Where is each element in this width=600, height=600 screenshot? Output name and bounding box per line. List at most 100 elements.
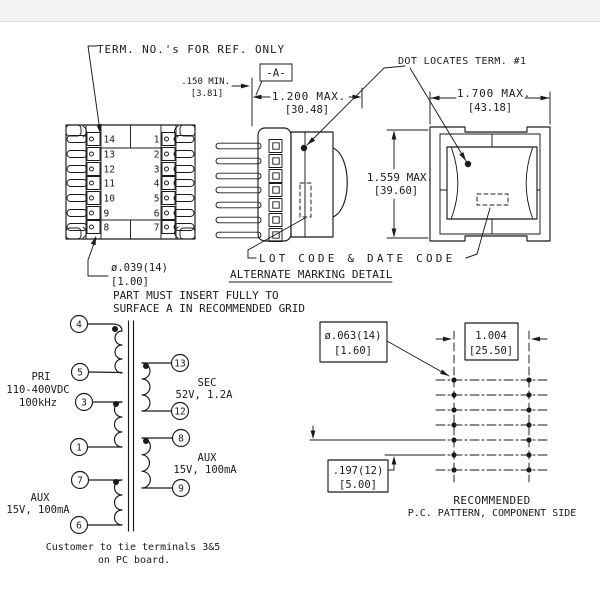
corner-clip-arc: [174, 226, 179, 239]
terminal-number: 6: [154, 208, 160, 219]
winding-lead: [86, 323, 123, 332]
terminal-number: 14: [104, 134, 116, 145]
dot-leader-side: [306, 65, 406, 146]
top-band: [0, 0, 600, 21]
pin-dia-mm-text: [1.00]: [111, 276, 149, 288]
alternate-marking-title: ALTERNATE MARKING DETAIL: [230, 268, 393, 281]
sec-rating-label: 52V, 1.2A: [176, 389, 234, 401]
terminal-number: 8: [178, 433, 184, 444]
terminal-number: 5: [77, 367, 83, 378]
lot-code-leader-left: [247, 217, 306, 259]
aux-left-rating-label: 15V, 100mA: [6, 504, 70, 516]
callout-leader-line: [87, 45, 101, 132]
winding-coil: [114, 330, 123, 374]
dim-arrowhead: [391, 228, 397, 238]
terminal-number: 1: [76, 442, 82, 453]
pri-label: PRI: [32, 371, 51, 383]
terminal-number: 13: [174, 358, 185, 369]
terminal-number: 12: [104, 164, 115, 175]
leader-arrowhead: [459, 152, 466, 161]
terminal-number: 4: [154, 178, 160, 189]
lot-code-area: [299, 182, 312, 218]
depth-dim-text: 1.200 MAX.: [272, 90, 346, 103]
width-dim-mm-text: [43.18]: [468, 102, 512, 114]
terminal-number: 6: [76, 520, 82, 531]
corner-clip-arc: [82, 226, 87, 239]
dim-arrowhead: [540, 95, 550, 101]
hole-dots: [451, 377, 532, 473]
dim-arrowhead: [241, 83, 250, 89]
terminal-number: 7: [77, 475, 83, 486]
winding-coil: [141, 362, 151, 412]
terminal-number: 9: [178, 483, 184, 494]
leader-arrowhead: [307, 137, 316, 145]
terminal-number: 1: [154, 134, 160, 145]
dim-arrowhead: [352, 94, 362, 100]
side-view: -A- .150 MIN. [3.81] 1.200 MAX. [30.48] …: [181, 63, 491, 283]
winding-coil: [114, 479, 123, 526]
depth-dim-mm-text: [30.48]: [285, 104, 329, 116]
hole-dim-mm-text: [1.60]: [334, 345, 372, 357]
lot-code-leader-right: [465, 207, 491, 259]
tie-note-line1: Customer to tie terminals 3&5: [46, 542, 221, 553]
coil-bulge: [332, 147, 348, 218]
aux-left-label: AUX: [31, 492, 51, 504]
leader-arrowhead: [96, 123, 102, 133]
pattern-caption-line2: P.C. PATTERN, COMPONENT SIDE: [408, 508, 577, 519]
standoff-dim-text: .150 MIN.: [181, 77, 230, 87]
left-pins: [66, 132, 101, 234]
pitch-dim-box: [327, 459, 389, 493]
corner-clip-arc: [82, 125, 87, 138]
hole-dim-leader: [386, 340, 450, 377]
hole-dim-text: ø.063(14): [325, 330, 382, 342]
dim-arrowhead: [391, 130, 397, 140]
standoff-dim-mm-text: [3.81]: [191, 89, 224, 99]
corner-tab: [179, 227, 196, 240]
pattern-caption-line1: RECOMMENDED: [453, 494, 530, 507]
terminal-number: 3: [154, 164, 160, 175]
aux-right-label: AUX: [198, 452, 218, 464]
insert-note-line2: SURFACE A IN RECOMMENDED GRID: [113, 302, 305, 315]
polarity-dot: [464, 160, 472, 168]
corner-clip-arc: [174, 125, 179, 138]
insert-note-line1: PART MUST INSERT FULLY TO: [113, 289, 279, 302]
dim-arrowhead: [252, 94, 262, 100]
span-dim-mm-text: [25.50]: [469, 345, 513, 357]
datum-flag-box: [259, 63, 293, 82]
terminal-number: 7: [154, 222, 160, 233]
terminal-number: 5: [154, 193, 160, 204]
height-dim-text: 1.559 MAX.: [367, 171, 433, 184]
dim-arrowhead: [310, 430, 316, 439]
leader-arrowhead: [440, 369, 449, 376]
corner-tab: [65, 124, 82, 137]
corner-tab: [65, 227, 82, 240]
winding-coil: [141, 437, 151, 489]
pin-dia-leader: [87, 237, 109, 277]
pitch-dim-mm-text: [5.00]: [339, 479, 377, 491]
pri-voltage-label: 110-400VDC: [6, 384, 69, 396]
terminal-number: 11: [104, 178, 116, 189]
schematic: 4 5 3 1 7 6 13 12 8 9 PRI 110-400VDC 100…: [6, 314, 237, 566]
side-pins: [215, 139, 283, 242]
hole-dim-box: [319, 321, 388, 363]
pri-frequency-label: 100kHz: [19, 397, 57, 409]
span-dim-text: 1.004: [475, 330, 507, 342]
front-view: DOT LOCATES TERM. #1 1.700 MAX. [43.18] …: [306, 56, 551, 242]
leader-arrowhead: [90, 236, 96, 246]
core-outline: [429, 126, 551, 242]
span-dim-box: [464, 322, 519, 361]
bottom-view: TERM. NO.'s FOR REF. ONLY: [65, 43, 305, 315]
terminal-number: 3: [81, 397, 87, 408]
pitch-dim-text: .197(12): [333, 465, 384, 477]
polarity-dot: [143, 363, 149, 369]
winding-coil: [114, 401, 123, 448]
polarity-dot: [143, 438, 149, 444]
height-dim-mm-text: [39.60]: [374, 185, 418, 197]
tie-note-line2: on PC board.: [98, 555, 170, 566]
width-dim-text: 1.700 MAX.: [457, 87, 531, 100]
aux-right-rating-label: 15V, 100mA: [173, 464, 237, 476]
dot-callout: DOT LOCATES TERM. #1: [398, 56, 526, 67]
terminal-ref-callout: TERM. NO.'s FOR REF. ONLY: [97, 43, 285, 56]
polarity-dot: [300, 144, 308, 152]
